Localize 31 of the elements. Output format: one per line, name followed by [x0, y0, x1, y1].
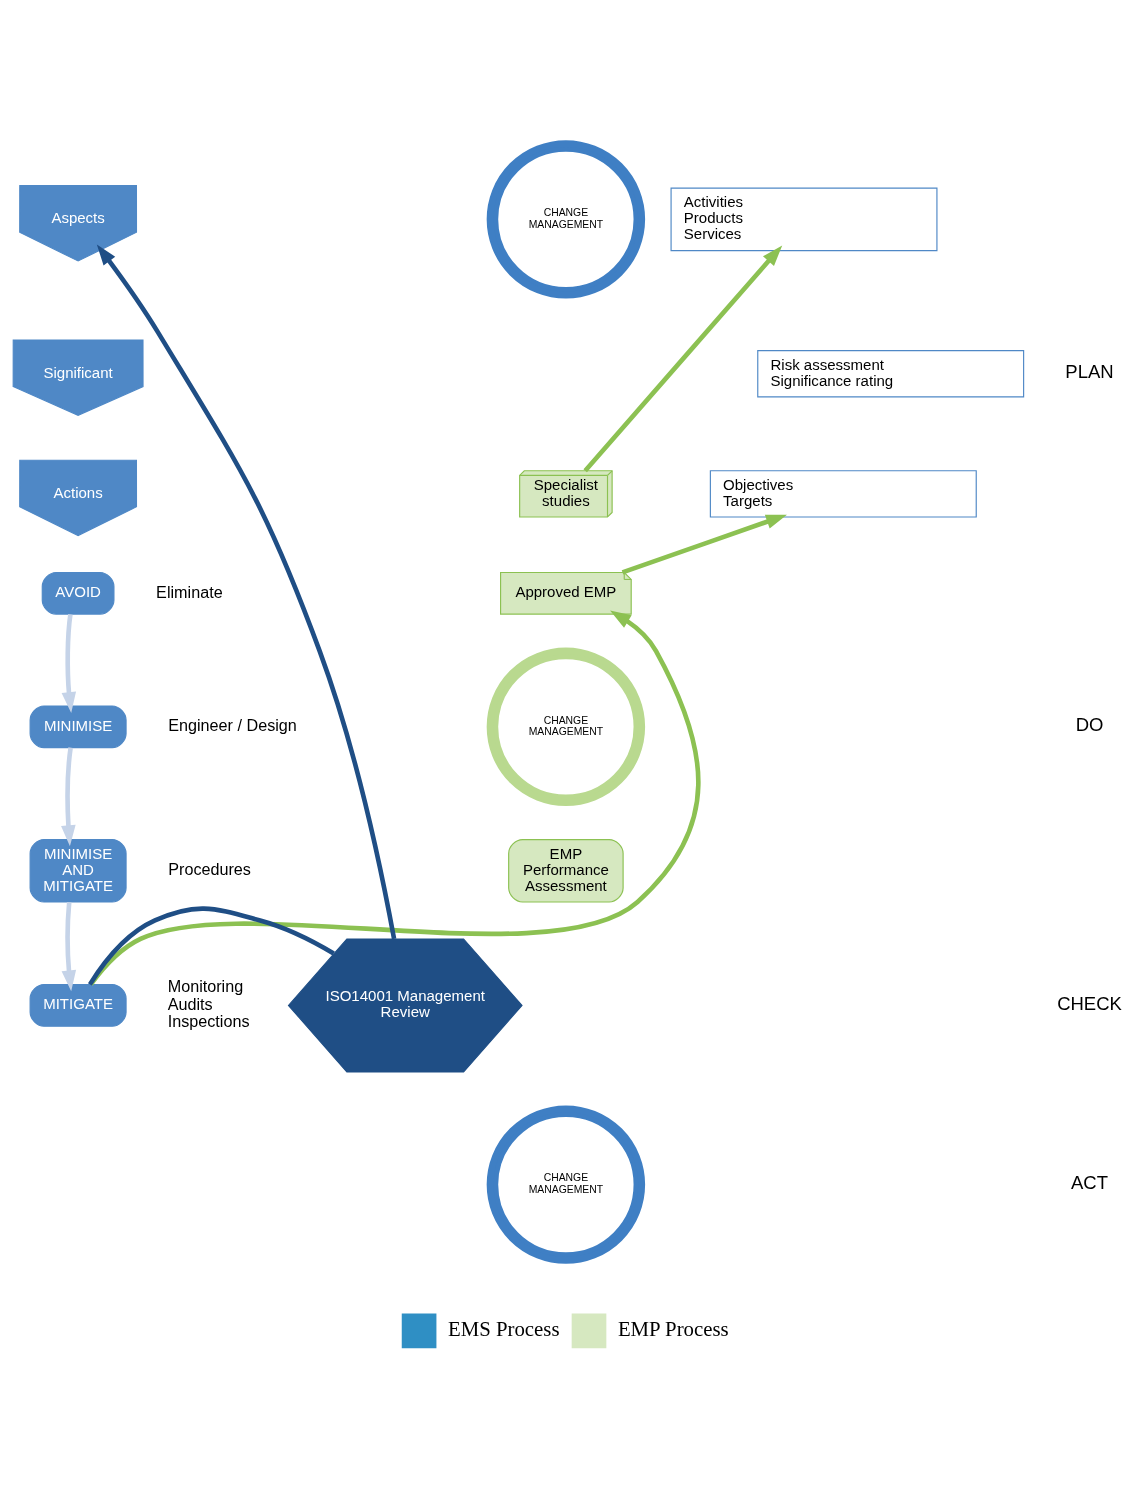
arrow	[61, 902, 77, 992]
node-box: EMP Performance Assessment	[508, 838, 624, 903]
legend-label: EMP Process	[617, 1316, 729, 1340]
label: PLAN	[1065, 361, 1114, 383]
node-label: Monitoring	[167, 977, 244, 996]
node-box: Activities Products Services	[670, 187, 938, 252]
arrow	[61, 747, 76, 847]
legend-label: EMS Process	[447, 1316, 560, 1340]
arrow	[61, 614, 77, 713]
arrow	[96, 244, 397, 940]
node-box: Objectives Targets	[709, 470, 977, 518]
node-box: Risk assessment Significance rating	[757, 350, 1025, 398]
arrow	[89, 610, 701, 986]
arrow	[583, 245, 783, 473]
node-circle: CHANGE MANAGEMENT	[486, 1105, 646, 1264]
node-label: Inspections	[167, 1012, 250, 1031]
label: CHECK	[1057, 992, 1122, 1014]
node-box: MINIMISE	[29, 705, 127, 749]
arrow	[621, 514, 787, 575]
node-box: MITIGATE	[29, 984, 127, 1027]
node-label: Eliminate	[156, 582, 223, 601]
node-label: Audits	[167, 994, 213, 1013]
label: DO	[1075, 714, 1104, 736]
node-label: Engineer / Design	[168, 716, 297, 735]
node-box: MINIMISE AND MITIGATE	[29, 838, 127, 903]
node-circle: CHANGE MANAGEMENT	[486, 140, 646, 299]
node-box: AVOID	[41, 571, 115, 615]
node-label: Procedures	[168, 860, 251, 879]
label: ACT	[1071, 1172, 1108, 1193]
connector	[87, 906, 335, 986]
node-circle: CHANGE MANAGEMENT	[486, 647, 646, 807]
